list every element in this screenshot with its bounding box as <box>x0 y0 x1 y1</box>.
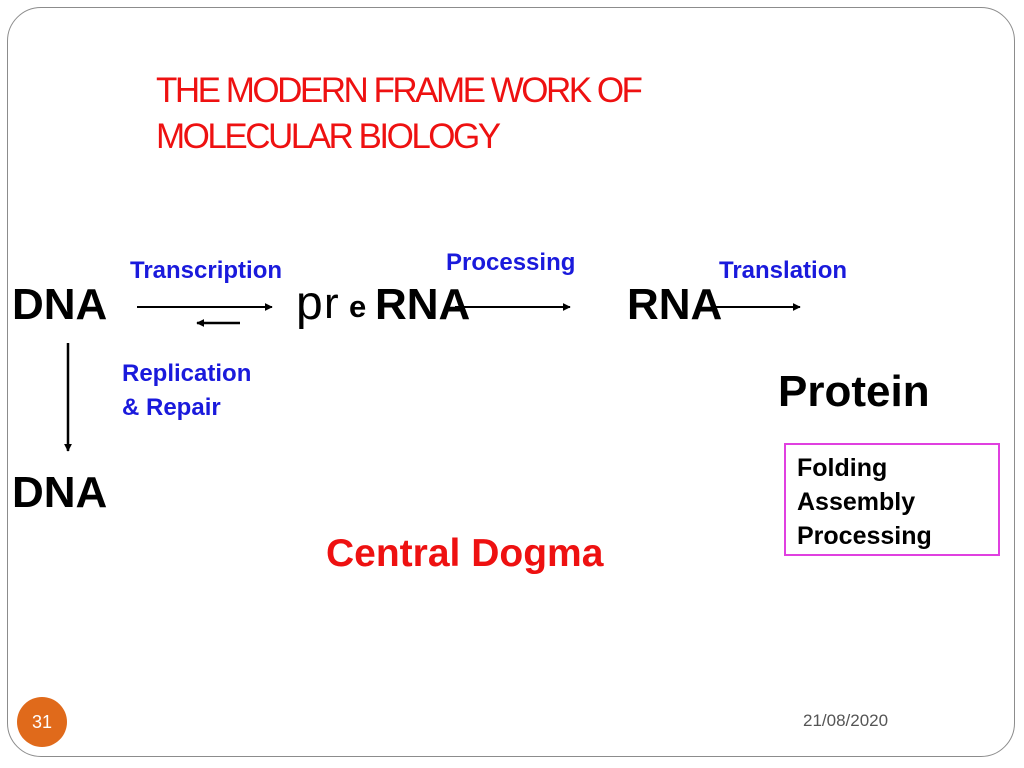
processing-step-label: Processing <box>797 522 932 550</box>
title-line-1: THE MODERN FRAME WORK OF <box>156 71 643 110</box>
slide-title: THE MODERN FRAME WORK OF MOLECULAR BIOLO… <box>156 68 643 160</box>
pre-r-label: r <box>324 279 339 328</box>
pre-rna-label: RNA <box>375 280 471 329</box>
post-processing-box: Folding Assembly Processing <box>784 443 1000 556</box>
slide-frame <box>7 7 1015 757</box>
replication-label: Replication <box>122 360 252 387</box>
dna-bottom-label: DNA <box>12 468 108 517</box>
translation-label: Translation <box>719 257 848 284</box>
transcription-label: Transcription <box>130 257 283 284</box>
slide-date: 21/08/2020 <box>803 711 889 730</box>
pre-p-label: p <box>296 277 323 330</box>
dna-top-label: DNA <box>12 280 108 329</box>
central-dogma-label: Central Dogma <box>326 532 604 575</box>
protein-label: Protein <box>778 367 930 416</box>
page-number-badge: 31 <box>17 697 67 747</box>
repair-label: & Repair <box>122 394 221 421</box>
processing-label: Processing <box>446 249 576 276</box>
title-line-2: MOLECULAR BIOLOGY <box>156 117 501 156</box>
pre-e-label: e <box>349 289 367 324</box>
folding-label: Folding <box>797 454 888 482</box>
rna-label: RNA <box>627 280 723 329</box>
assembly-label: Assembly <box>797 488 916 516</box>
